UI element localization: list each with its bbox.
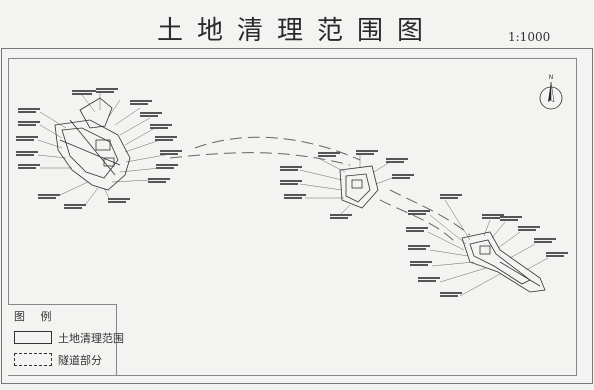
solid-outline-swatch bbox=[14, 331, 52, 344]
site-west-annotations bbox=[16, 88, 182, 209]
site-east-annotations bbox=[406, 194, 568, 297]
tunnel-route-east-2 bbox=[379, 199, 456, 243]
site-east bbox=[461, 231, 546, 293]
dashed-outline-swatch bbox=[14, 353, 52, 366]
site-middle-annotations bbox=[280, 150, 414, 219]
map-frame bbox=[8, 58, 577, 376]
legend-title: 图 例 bbox=[14, 310, 58, 323]
map-title: 土地清理范围图 bbox=[156, 16, 437, 46]
site-middle bbox=[339, 165, 379, 209]
map-scale: 1:1000 bbox=[508, 30, 551, 44]
tunnel-route bbox=[169, 136, 471, 243]
site-middle-leaders bbox=[299, 155, 393, 216]
north-arrow-label: N bbox=[549, 74, 554, 81]
site-west bbox=[54, 97, 131, 191]
site-east-leaders bbox=[427, 199, 549, 297]
north-arrow-icon: N bbox=[539, 74, 563, 110]
outer-frame bbox=[1, 48, 593, 384]
tunnel-route-upper bbox=[194, 136, 361, 161]
tunnel-route-east bbox=[389, 189, 471, 236]
site-west-leaders bbox=[37, 93, 166, 206]
tunnel-route-lower bbox=[169, 152, 351, 166]
legend-item-label: 隧道部分 bbox=[58, 354, 102, 367]
legend: 图 例 土地清理范围 隧道部分 bbox=[8, 304, 124, 375]
legend-item-label: 土地清理范围 bbox=[58, 332, 124, 345]
